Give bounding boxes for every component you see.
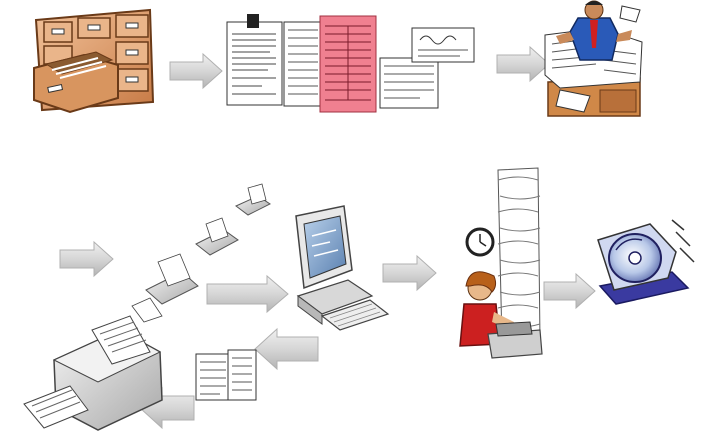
flow-arrow-computer-to-printed-forms [254,327,319,371]
desktop-computer-icon [295,205,390,331]
printed-forms-icon [195,349,257,401]
flow-arrow-into-printers [59,240,114,278]
flow-arrow-computer-to-worker [382,254,437,292]
filing-cabinet-icon [33,8,155,114]
flow-arrow-forms-to-clerk [496,45,550,83]
printer-stack-icon [23,183,271,431]
flow-arrow-worker-to-disk [543,272,596,310]
worker-with-paper-stack-icon [459,167,543,359]
paper-forms-icon [226,14,475,113]
overwhelmed-clerk-icon [544,0,643,117]
flow-arrow-printers-to-computer [206,274,289,314]
optical-disk-icon [597,219,695,305]
flow-arrow-cabinet-to-forms [169,52,223,90]
